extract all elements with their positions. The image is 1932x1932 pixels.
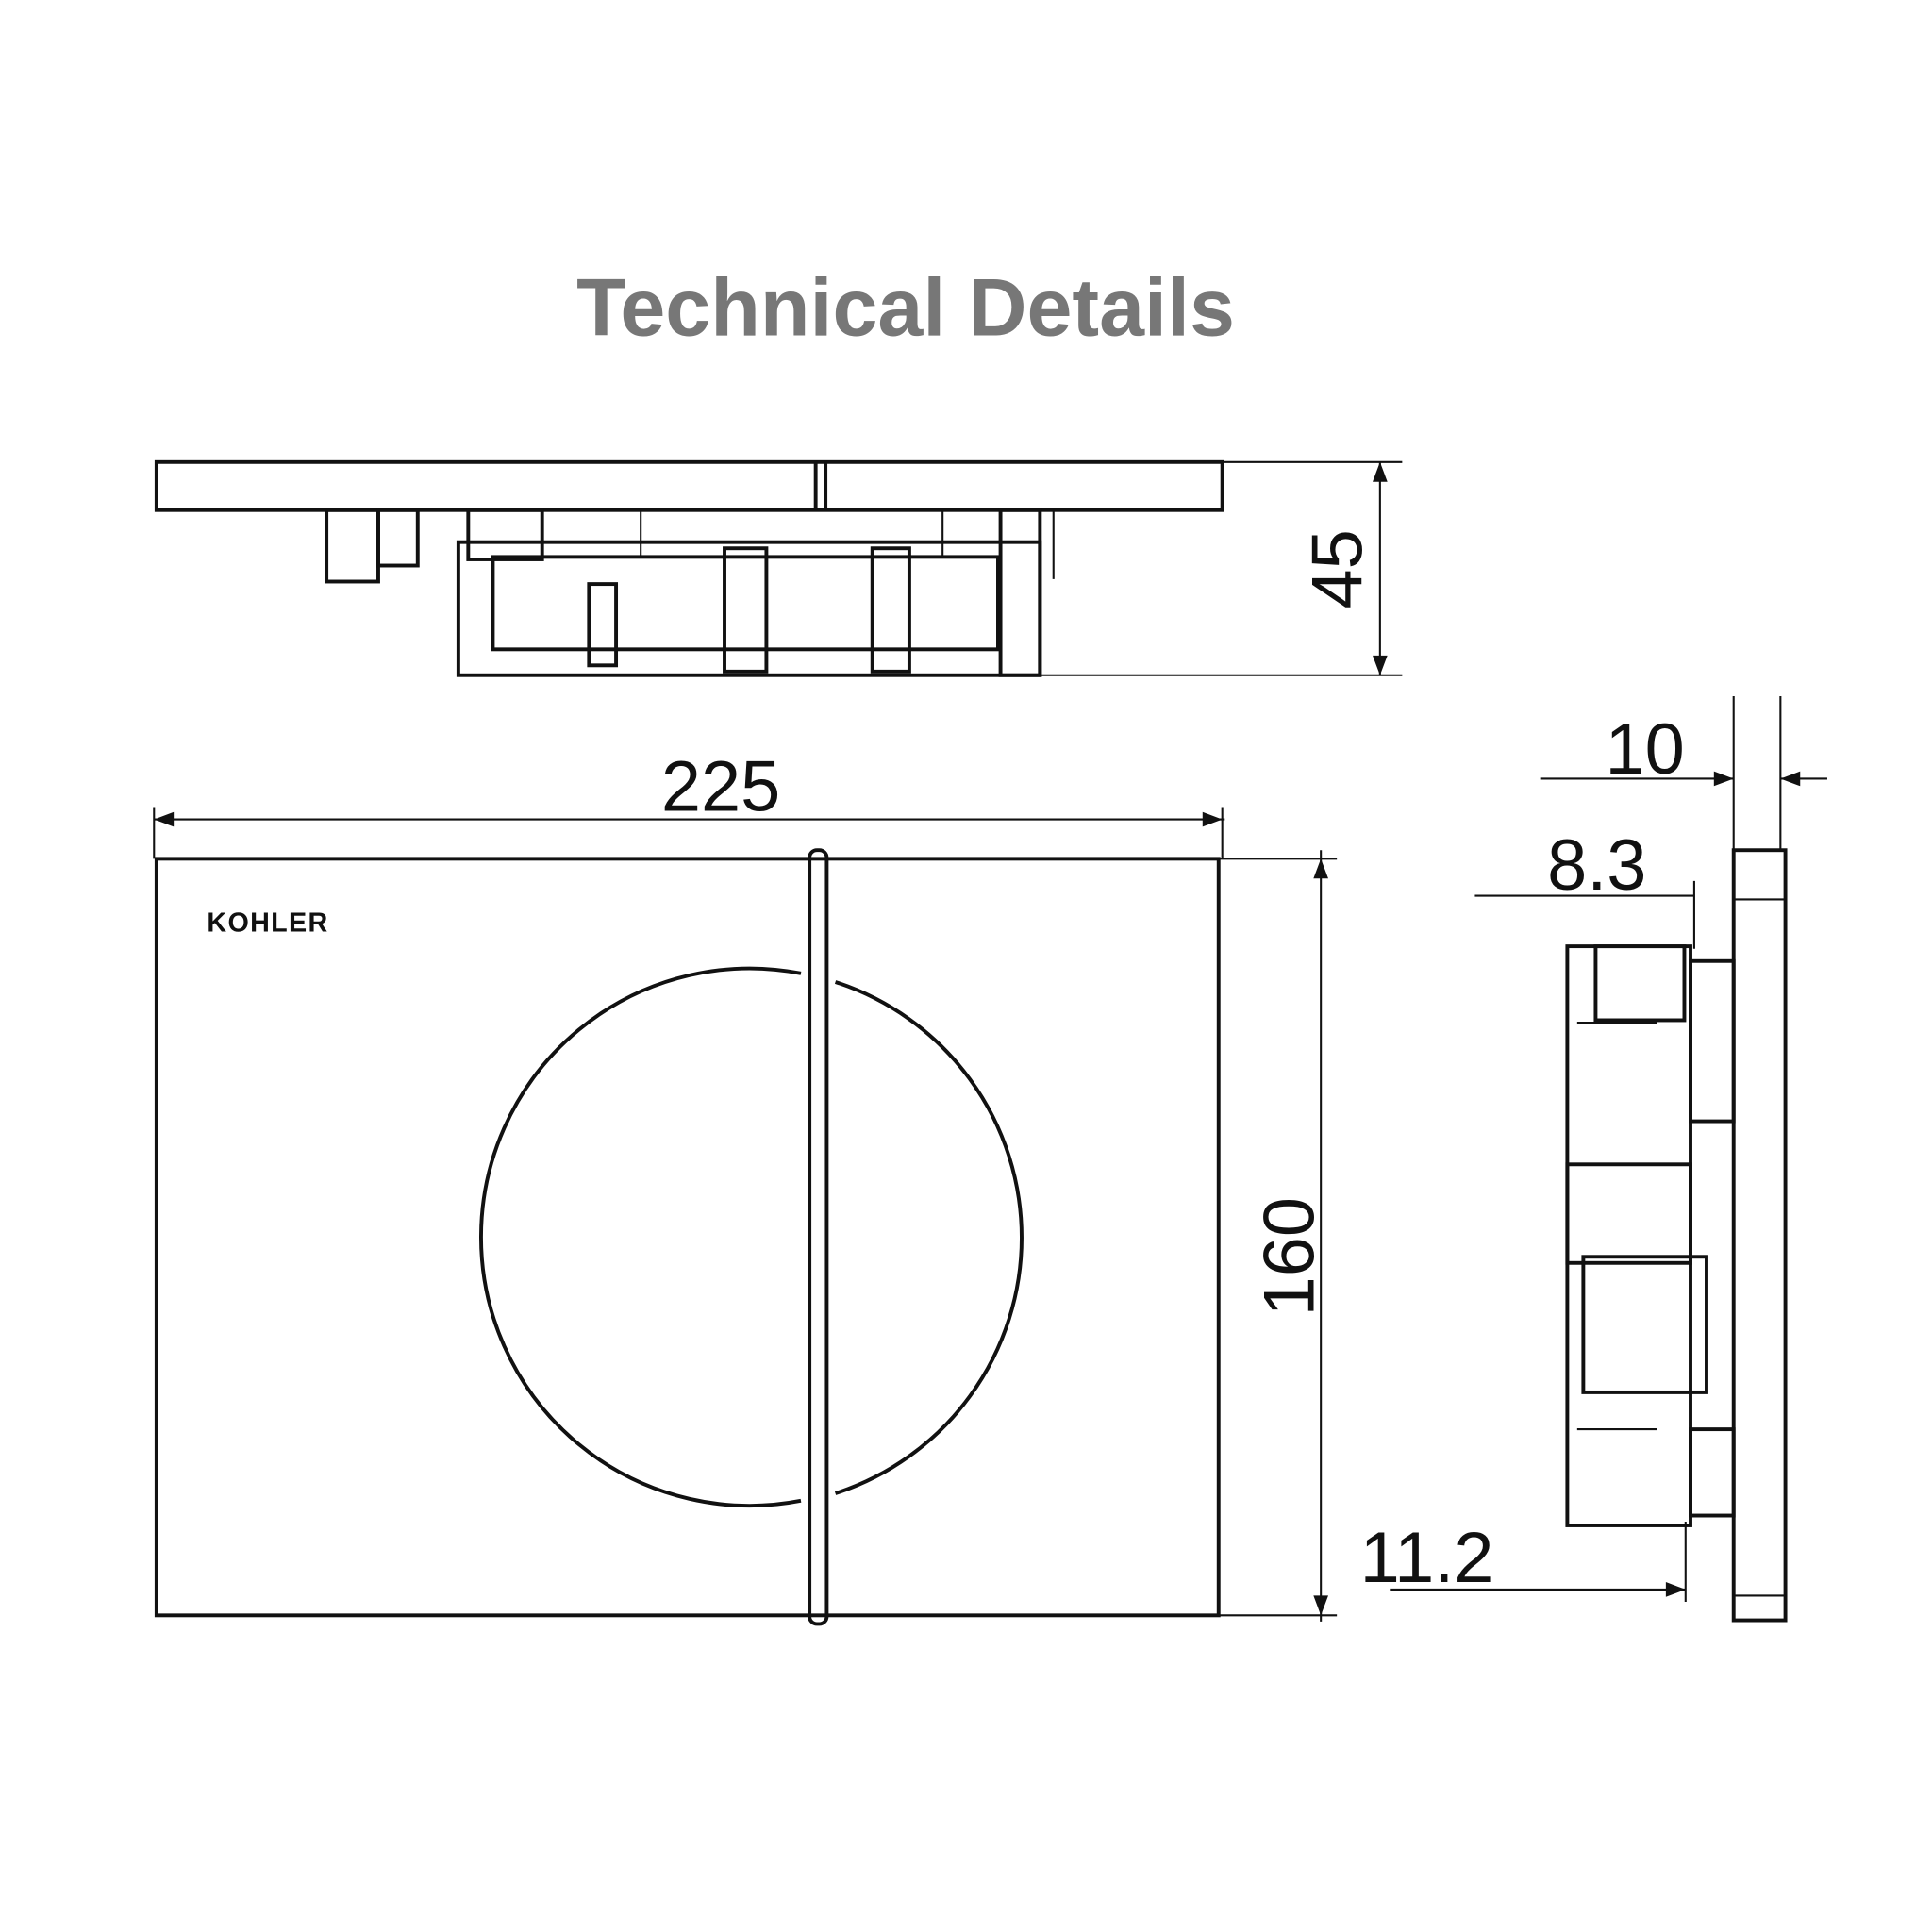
- thickness-label: 10: [1606, 709, 1685, 790]
- thickness-dimension: 10: [1540, 695, 1827, 851]
- top-view: [154, 459, 1224, 677]
- front-view: KOHLER: [154, 848, 1221, 1626]
- offset-top-dimension: 8.3: [1474, 825, 1695, 949]
- offset-bottom-dimension: 11.2: [1360, 1518, 1687, 1602]
- depth-dimension: 45: [1040, 460, 1403, 676]
- height-label: 160: [1249, 1197, 1329, 1316]
- depth-label: 45: [1297, 529, 1377, 608]
- width-label: 225: [661, 746, 780, 826]
- offset-top-label: 8.3: [1547, 825, 1646, 906]
- side-view: [1565, 848, 1788, 1623]
- height-dimension: 160: [1218, 850, 1338, 1622]
- page-title: Technical Details: [576, 262, 1235, 353]
- width-dimension: 225: [153, 746, 1225, 859]
- kohler-logo: KOHLER: [207, 908, 328, 938]
- offset-bottom-label: 11.2: [1360, 1518, 1494, 1598]
